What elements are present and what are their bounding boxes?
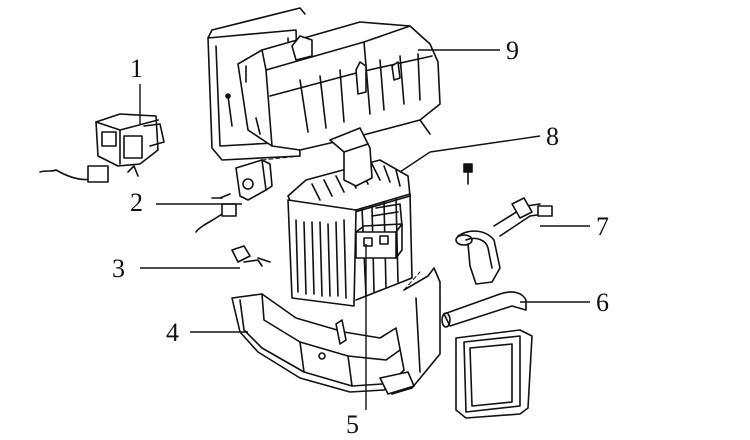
- callout-8: 8: [546, 122, 559, 151]
- callout-1: 1: [130, 54, 143, 83]
- callout-2: 2: [130, 188, 143, 217]
- upper-case-part-9: [207, 7, 441, 161]
- callout-5: 5: [346, 410, 359, 439]
- leader-lines: [139, 49, 590, 410]
- callout-6: 6: [596, 288, 609, 317]
- hose-part-6: [441, 291, 533, 419]
- callout-9: 9: [506, 36, 519, 65]
- leader-8b: [429, 135, 541, 153]
- switch-assembly-part-1: [39, 113, 165, 183]
- pipes-part-7: [455, 197, 553, 285]
- sensor-bracket-part-2: [195, 159, 273, 233]
- callout-7: 7: [596, 212, 609, 241]
- alignment-dashes: [261, 155, 421, 291]
- callout-4: 4: [166, 318, 179, 347]
- callout-3: 3: [112, 254, 125, 283]
- screw-8: [463, 163, 473, 185]
- connector-part-3: [231, 245, 271, 267]
- leader-8: [399, 151, 431, 173]
- evaporator-part-8: [287, 127, 413, 307]
- drain-pan-part-4: [231, 267, 441, 395]
